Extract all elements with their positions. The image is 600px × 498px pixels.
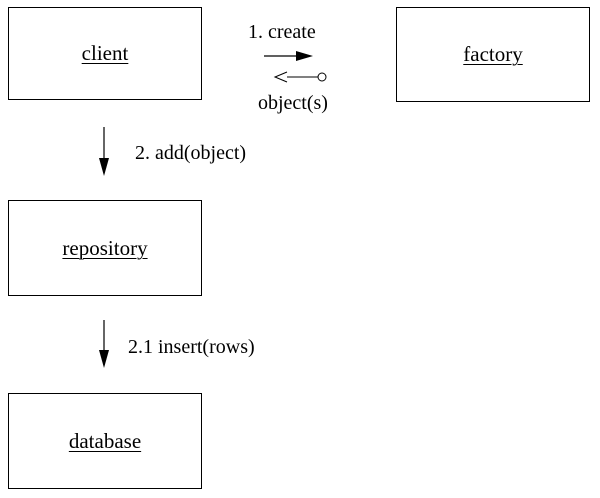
create-message-label: 1. create	[248, 21, 316, 43]
client-object-label: client	[81, 41, 129, 65]
factory-object-label: factory	[463, 42, 523, 66]
repository-object-label: repository	[62, 235, 148, 260]
add-arrow	[99, 127, 109, 176]
add-message-label: 2. add(object)	[135, 142, 247, 164]
insert-message-label: 2.1 insert(rows)	[128, 336, 255, 358]
create-arrow	[264, 51, 313, 61]
return-message-label: object(s)	[258, 92, 328, 114]
return-arrow	[273, 71, 327, 83]
database-object-label: database	[68, 428, 142, 453]
repository-object-box: repository	[8, 200, 202, 296]
insert-arrow	[99, 320, 109, 368]
database-object-box: database	[8, 393, 202, 489]
client-object-box: client	[8, 7, 202, 100]
factory-object-box: factory	[396, 7, 590, 102]
